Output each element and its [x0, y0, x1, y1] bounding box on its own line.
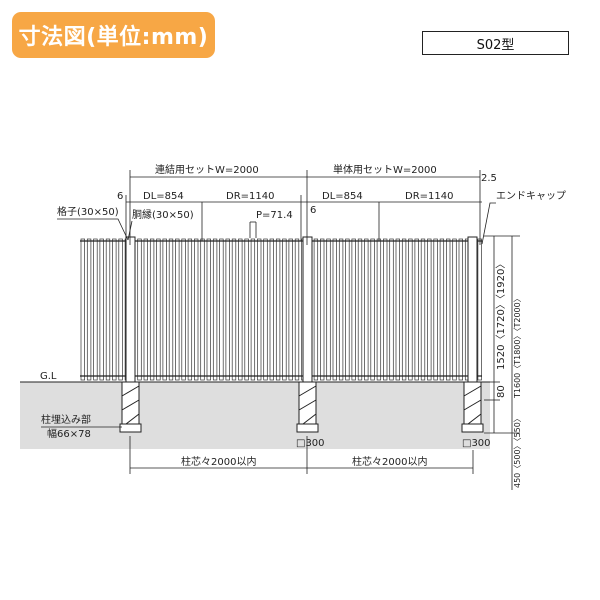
- embed-width: 幅66×78: [47, 427, 91, 440]
- lattice-slat: [93, 238, 98, 381]
- post-right: [467, 236, 478, 383]
- lattice-slat: [181, 238, 186, 381]
- lattice-leader: [57, 218, 129, 241]
- lattice-slat: [250, 238, 256, 381]
- lattice-slat: [376, 238, 382, 381]
- height-total-label: T1600〈T1800〉〈T2000〉: [513, 294, 522, 399]
- post-left: [125, 236, 136, 383]
- post-mid: [302, 236, 313, 383]
- lattice-slat: [401, 238, 407, 381]
- lattice-slat: [105, 238, 111, 381]
- lattice-slat: [212, 238, 218, 381]
- lattice-slat: [288, 238, 293, 381]
- lattice-slat: [231, 238, 237, 381]
- post-span-left-label: 柱芯々2000以内: [181, 455, 256, 468]
- lattice-slat: [219, 238, 224, 381]
- lattice-slats: [80, 238, 482, 381]
- set-width-single-label: 単体用セットW=2000: [333, 163, 437, 176]
- lattice-slat: [345, 238, 350, 381]
- height-main-label: 1520〈1720〉〈1920〉: [495, 259, 507, 370]
- lattice-slat: [338, 238, 344, 381]
- lattice-slat: [194, 238, 199, 381]
- depth-80-label: 80: [496, 385, 507, 398]
- pitch-label: P=71.4: [256, 210, 293, 221]
- lattice-slat: [175, 238, 180, 381]
- lattice-slat: [118, 238, 123, 381]
- dr-right-label: DR=1140: [405, 191, 453, 202]
- lattice-slat: [269, 238, 274, 381]
- gap-mid-label: 6: [310, 205, 316, 216]
- end-cap-leader: [481, 202, 496, 245]
- lattice-slat: [427, 238, 432, 381]
- gap-end-label: 2.5: [481, 173, 497, 184]
- lattice-slat: [112, 238, 117, 381]
- lattice-slat: [364, 238, 369, 381]
- end-cap-label: エンドキャップ: [496, 190, 566, 202]
- lattice-slat: [206, 238, 211, 381]
- lattice-slat: [263, 238, 268, 381]
- lattice-slat: [351, 238, 356, 381]
- lattice-slat: [439, 238, 445, 381]
- gap-left-label: 6: [117, 191, 123, 202]
- lattice-slat: [275, 238, 281, 381]
- lattice-slat: [200, 238, 205, 381]
- dl-left-label: DL=854: [143, 191, 184, 202]
- set-width-joint-label: 連結用セットW=2000: [155, 163, 259, 176]
- lattice-slat: [282, 238, 287, 381]
- dr-left-label: DR=1140: [226, 191, 274, 202]
- footing-mid: [296, 381, 319, 433]
- title-badge: 寸法図(単位:mm): [12, 12, 215, 58]
- lattice-slat: [80, 238, 85, 381]
- lattice-slat: [162, 238, 167, 381]
- lattice-slat: [446, 238, 451, 381]
- ground-area: [20, 382, 490, 449]
- rail-label: 胴縁(30×50): [132, 208, 194, 221]
- lattice-slat: [458, 238, 463, 381]
- lattice-slat: [383, 238, 388, 381]
- dl-right-label: DL=854: [322, 191, 363, 202]
- post-span-right-label: 柱芯々2000以内: [352, 455, 427, 468]
- lattice-slat: [244, 238, 249, 381]
- gl-label: G.L: [40, 371, 57, 382]
- lattice-slat: [86, 238, 92, 381]
- lattice-slat: [420, 238, 426, 381]
- lattice-slat: [477, 238, 482, 381]
- lattice-slat: [156, 238, 161, 381]
- lattice-slat: [99, 238, 104, 381]
- lattice-slat: [320, 238, 325, 381]
- footing-left: [119, 381, 142, 433]
- lattice-slat: [187, 238, 193, 381]
- rail-leader: [127, 220, 133, 241]
- lattice-slat: [395, 238, 400, 381]
- lattice-slat: [257, 238, 262, 381]
- depth-embed-label: 450〈500〉〈550〉: [513, 414, 522, 488]
- lattice-slat: [452, 238, 457, 381]
- lattice-slat: [433, 238, 438, 381]
- lattice-slat: [414, 238, 419, 381]
- lattice-slat: [225, 238, 230, 381]
- footing-mid-label: □300: [296, 438, 325, 449]
- lattice-slat: [294, 238, 300, 381]
- lattice-slat: [332, 238, 337, 381]
- lattice-slat: [168, 238, 174, 381]
- lattice-slat: [143, 238, 148, 381]
- lattice-slat: [137, 238, 142, 381]
- model-label: S02型: [422, 31, 569, 55]
- lattice-label: 格子(30×50): [57, 205, 119, 218]
- lattice-slat: [408, 238, 413, 381]
- lattice-slat: [370, 238, 375, 381]
- lattice-slat: [389, 238, 394, 381]
- lattice-slat: [149, 238, 155, 381]
- lattice-slat: [357, 238, 363, 381]
- footing-right: [461, 381, 484, 433]
- embed-title: 柱埋込み部: [41, 413, 91, 426]
- lattice-slat: [326, 238, 331, 381]
- lattice-slat: [238, 238, 243, 381]
- footing-right-label: □300: [462, 438, 491, 449]
- lattice-slat: [313, 238, 319, 381]
